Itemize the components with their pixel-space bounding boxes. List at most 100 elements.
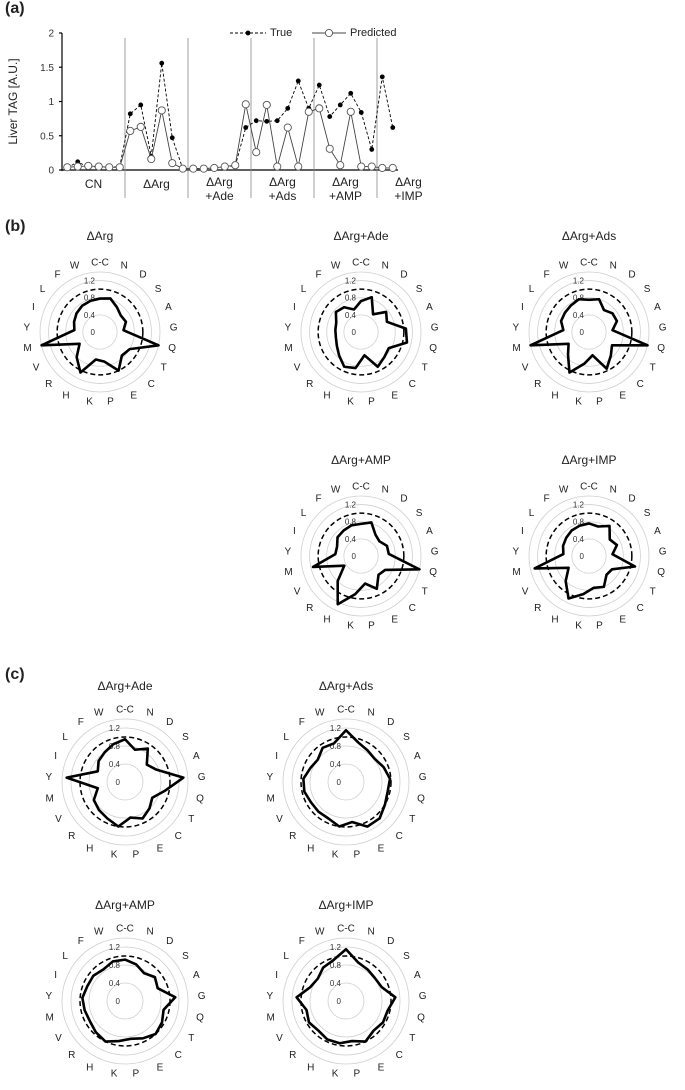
radar-axis-label: A xyxy=(414,751,421,762)
radar-axis-label: I xyxy=(293,302,296,313)
radar-axis-label: C xyxy=(396,831,403,842)
radar-axis-label: F xyxy=(78,717,84,728)
radar-axis-label: T xyxy=(422,587,428,598)
radar-axis-label: M xyxy=(266,1013,274,1024)
radar-profile xyxy=(295,947,397,1045)
radar-axis-label: S xyxy=(403,732,410,743)
radar-tick-label: 0.4 xyxy=(573,535,585,544)
radar-axis-label: A xyxy=(193,970,200,981)
radar-tick-label: 0.4 xyxy=(109,979,121,988)
radar-tick-label: 1.2 xyxy=(330,943,342,952)
radar-axis-label: W xyxy=(94,927,104,938)
radar-axis-label: V xyxy=(276,814,283,825)
radar-axis-label: F xyxy=(78,936,84,947)
radar-title: ΔArg+AMP xyxy=(95,898,155,912)
group-label: ΔArg xyxy=(143,177,170,191)
legend-predicted-label: Predicted xyxy=(350,27,396,39)
radar-tick-label: 0 xyxy=(116,778,121,787)
radar-axis-label: L xyxy=(62,732,68,743)
group-label: ΔArg xyxy=(206,175,233,189)
predicted-point xyxy=(220,162,229,171)
radar-axis-label: R xyxy=(306,603,313,614)
radar-axis-label: W xyxy=(331,261,341,272)
radar-axis-label: L xyxy=(301,284,307,295)
radar-axis-label: W xyxy=(559,485,569,496)
true-point xyxy=(243,125,249,130)
radar-axis-label: N xyxy=(368,708,375,719)
radar-axis-label: G xyxy=(659,322,667,333)
radar-axis-label: W xyxy=(315,927,325,938)
radar-axis-label: H xyxy=(323,391,330,402)
y-tick-label: 0 xyxy=(48,166,54,177)
radar-tick-label: 0 xyxy=(580,328,585,337)
radar-axis-label: I xyxy=(275,970,278,981)
radar-axis-label: D xyxy=(400,494,407,505)
radar-axis-label: D xyxy=(387,717,394,728)
radar-axis-label: N xyxy=(147,927,154,938)
predicted-point xyxy=(157,106,166,115)
radar-axis-label: R xyxy=(289,831,296,842)
radar-profile xyxy=(529,297,649,374)
radar-axis-label: A xyxy=(426,526,433,537)
radar-outer-circle xyxy=(528,271,650,393)
true-point xyxy=(159,60,165,66)
radar-axis-label: V xyxy=(55,1033,62,1044)
radar-axis-label: D xyxy=(400,270,407,281)
radar-axis-label: M xyxy=(266,794,274,805)
radar-title: ΔArg+Ads xyxy=(562,229,616,243)
true-point xyxy=(295,78,301,84)
radar-axis-label: A xyxy=(654,526,661,537)
predicted-point xyxy=(105,163,114,172)
radar-axis-label: Y xyxy=(24,322,31,333)
predicted-point xyxy=(262,100,271,109)
radar-axis-label: T xyxy=(188,814,194,825)
true-point xyxy=(285,105,291,111)
radar-axis-label: G xyxy=(198,772,206,783)
radar-profile xyxy=(40,297,160,374)
radar-axis-label: P xyxy=(354,1069,361,1080)
radar-axis-label: C xyxy=(409,603,416,614)
radar-axis-label: D xyxy=(166,717,173,728)
radar-axis-label: Y xyxy=(513,322,520,333)
radar-grid-circle xyxy=(327,982,365,1020)
radar-axis-label: Q xyxy=(429,567,437,578)
radar-axis-label: C-C xyxy=(580,258,598,269)
radar-axis-label: I xyxy=(275,751,278,762)
true-point xyxy=(264,118,270,124)
radar-title: ΔArg xyxy=(87,229,114,243)
radar-tick-label: 0 xyxy=(91,328,96,337)
radar-axis-label: W xyxy=(315,708,325,719)
radar-axis-label: P xyxy=(596,397,603,408)
radar-axis-label: V xyxy=(55,814,62,825)
true-point xyxy=(369,147,375,152)
group-label: +IMP xyxy=(394,189,422,203)
radar-axis-label: H xyxy=(307,843,314,854)
predicted-point xyxy=(63,163,72,172)
radar-title: ΔArg+IMP xyxy=(318,898,373,912)
radar-axis-label: E xyxy=(619,615,626,626)
radar-axis-label: K xyxy=(332,1069,339,1080)
predicted-point xyxy=(367,162,376,171)
radar-axis-label: E xyxy=(378,1062,385,1073)
radar-axis-label: Y xyxy=(285,322,292,333)
radar-axis-label: Q xyxy=(196,1013,204,1024)
radar-axis-label: I xyxy=(54,751,57,762)
radar-axis-label: C xyxy=(637,603,644,614)
radar-axis-label: T xyxy=(650,587,656,598)
radar-axis-label: C xyxy=(175,1050,182,1061)
radar-outer-circle xyxy=(61,937,189,1065)
radar-axis-label: F xyxy=(54,270,60,281)
radar-axis-label: C-C xyxy=(116,924,134,935)
radar-axis-label: Q xyxy=(196,794,204,805)
radar-axis-label: H xyxy=(62,391,69,402)
radar-tick-label: 0.4 xyxy=(84,311,96,320)
radar-tick-label: 0.4 xyxy=(573,311,585,320)
radar-tick-label: 0 xyxy=(352,552,357,561)
predicted-point xyxy=(73,162,82,171)
radar-axis-label: P xyxy=(133,850,140,861)
radar-axis-label: C xyxy=(148,379,155,390)
